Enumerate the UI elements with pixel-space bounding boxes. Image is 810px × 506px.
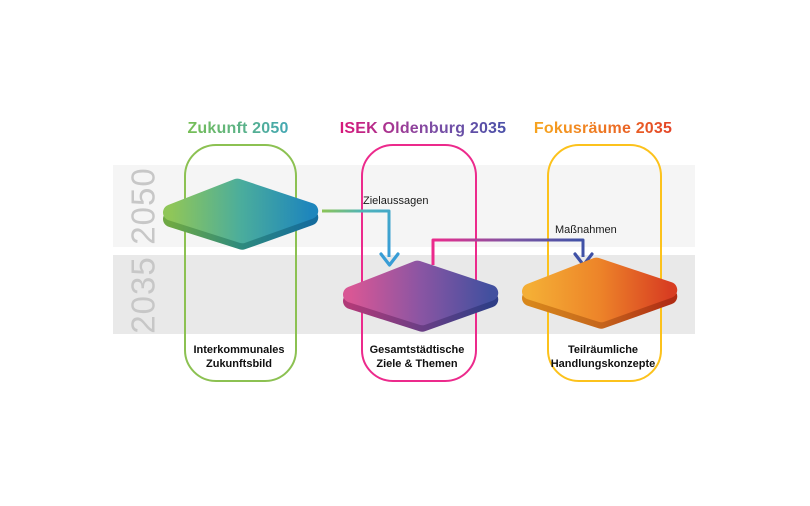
header-zukunft-2050: Zukunft 2050 (138, 120, 338, 138)
caption-line: Zukunftsbild (206, 357, 272, 370)
pillar-zukunft-2050 (184, 144, 297, 382)
caption-zukunftsbild: Interkommunales Zukunftsbild (157, 344, 321, 371)
tile-ziele-themen (343, 260, 499, 332)
band-label-wrap-2035: 2035 (113, 255, 175, 334)
header-fokusraeume-2035: Fokusräume 2035 (503, 120, 703, 138)
arrow-label-zielaussagen: Zielaussagen (363, 195, 429, 207)
tile-zukunftsbild (163, 178, 319, 250)
tile-handlungskonzepte (522, 257, 678, 329)
header-isek-oldenburg-2035: ISEK Oldenburg 2035 (323, 120, 523, 138)
caption-line: Handlungskonzepte (550, 357, 656, 370)
caption-line: Gesamtstädtische (369, 344, 465, 356)
caption-line: Ziele & Themen (376, 357, 458, 370)
arrow-label-massnahmen: Maßnahmen (555, 224, 617, 236)
caption-line: Interkommunales (193, 344, 285, 356)
caption-handlungskonzepte: Teilräumliche Handlungskonzepte (521, 344, 685, 371)
caption-line: Teilräumliche (567, 344, 639, 356)
caption-ziele-themen: Gesamtstädtische Ziele & Themen (335, 344, 499, 371)
band-label-2035: 2035 (125, 255, 163, 334)
